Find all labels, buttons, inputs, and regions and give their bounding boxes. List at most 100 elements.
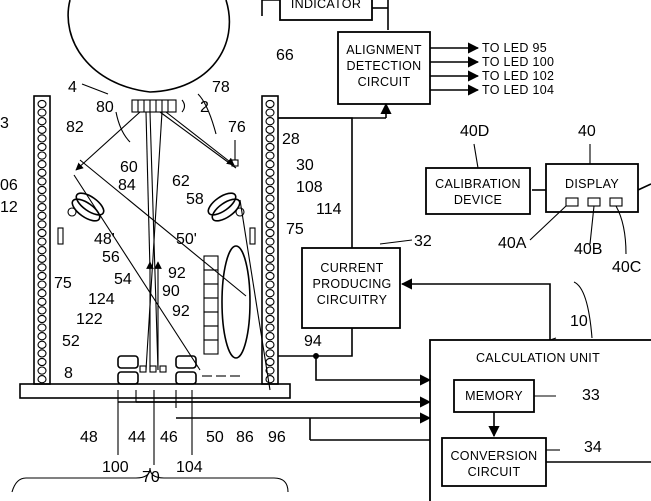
led — [266, 350, 274, 357]
mirror-segment — [204, 298, 218, 312]
output-led-95: TO LED 95 — [482, 41, 547, 55]
indicator-label: INDICATOR — [291, 0, 361, 11]
ref-54: 54 — [114, 271, 132, 288]
ref-44: 44 — [128, 429, 146, 446]
ref-33: 33 — [582, 387, 600, 404]
ref-76: 76 — [228, 119, 246, 136]
led — [266, 100, 274, 107]
calibration-line-1: CALIBRATION — [435, 177, 521, 191]
ref-122: 122 — [76, 311, 103, 328]
led — [38, 255, 46, 262]
led — [38, 204, 46, 211]
led — [266, 341, 274, 348]
led — [266, 143, 274, 150]
output-led-102: TO LED 102 — [482, 69, 554, 83]
ref-62: 62 — [172, 173, 190, 190]
led — [266, 126, 274, 133]
led — [38, 229, 46, 236]
ref-124: 124 — [88, 291, 115, 308]
led — [266, 238, 274, 245]
current-line-2: PRODUCING — [312, 277, 391, 291]
ref-104: 104 — [176, 459, 203, 476]
calculation-unit-label: CALCULATION UNIT — [476, 351, 600, 365]
led — [38, 135, 46, 142]
led — [266, 281, 274, 288]
ref-48: 48 — [80, 429, 98, 446]
ref-75-left: 75 — [54, 275, 72, 292]
ref-50p: 50' — [176, 231, 197, 248]
led — [266, 264, 274, 271]
led — [38, 272, 46, 279]
ref-92b: 92 — [172, 303, 190, 320]
led — [266, 178, 274, 185]
ref-108: 108 — [296, 179, 323, 196]
conversion-line-2: CIRCUIT — [468, 465, 521, 479]
memory-label: MEMORY — [465, 389, 523, 403]
ref-40A: 40A — [498, 235, 527, 252]
ref-92a: 92 — [168, 265, 186, 282]
led — [266, 247, 274, 254]
output-led-104: TO LED 104 — [482, 83, 554, 97]
ref-40: 40 — [578, 123, 596, 140]
led — [38, 350, 46, 357]
ref-78: 78 — [212, 79, 230, 96]
led — [38, 186, 46, 193]
ref-58: 58 — [186, 191, 204, 208]
led — [266, 195, 274, 202]
led — [38, 376, 46, 383]
current-line-1: CURRENT — [320, 261, 383, 275]
ref-40C: 40C — [612, 259, 641, 276]
ref-86: 86 — [236, 429, 254, 446]
lens-90 — [222, 246, 250, 358]
ref-94: 94 — [304, 333, 322, 350]
ref-82: 82 — [66, 119, 84, 136]
alignment-line-2: DETECTION — [347, 59, 422, 73]
led — [266, 221, 274, 228]
led — [38, 178, 46, 185]
alignment-line-3: CIRCUIT — [358, 75, 411, 89]
led — [38, 195, 46, 202]
output-led-100: TO LED 100 — [482, 55, 554, 69]
calibration-box — [426, 168, 530, 214]
ref-34: 34 — [584, 439, 602, 456]
ref-70: 70 — [142, 469, 160, 486]
ref-96: 96 — [268, 429, 286, 446]
led — [266, 109, 274, 116]
ref-50: 50 — [206, 429, 224, 446]
led — [266, 358, 274, 365]
led — [38, 324, 46, 331]
alignment-line-1: ALIGNMENT — [346, 43, 422, 57]
led — [266, 290, 274, 297]
current-line-3: CIRCUITRY — [317, 293, 388, 307]
led — [38, 161, 46, 168]
led — [38, 152, 46, 159]
led — [266, 161, 274, 168]
base-plate — [20, 384, 290, 398]
led — [38, 298, 46, 305]
led — [266, 229, 274, 236]
ref-66: 66 — [276, 47, 294, 64]
led — [38, 221, 46, 228]
ref-100: 100 — [102, 459, 129, 476]
mirror-segment — [204, 312, 218, 326]
led — [38, 358, 46, 365]
led — [266, 376, 274, 383]
ref-90: 90 — [162, 283, 180, 300]
led — [38, 333, 46, 340]
ref-30: 30 — [296, 157, 314, 174]
led — [266, 186, 274, 193]
led — [266, 152, 274, 159]
display-label: DISPLAY — [565, 177, 619, 191]
ref-56: 56 — [102, 249, 120, 266]
led — [266, 333, 274, 340]
mirror-segment — [204, 284, 218, 298]
ref-8: 8 — [64, 365, 73, 382]
ref-75-right: 75 — [286, 221, 304, 238]
ref-48p: 48' — [94, 231, 115, 248]
ref-2: 2 — [200, 99, 209, 116]
led — [266, 307, 274, 314]
ref-40B: 40B — [574, 241, 602, 258]
led — [266, 255, 274, 262]
led — [38, 100, 46, 107]
